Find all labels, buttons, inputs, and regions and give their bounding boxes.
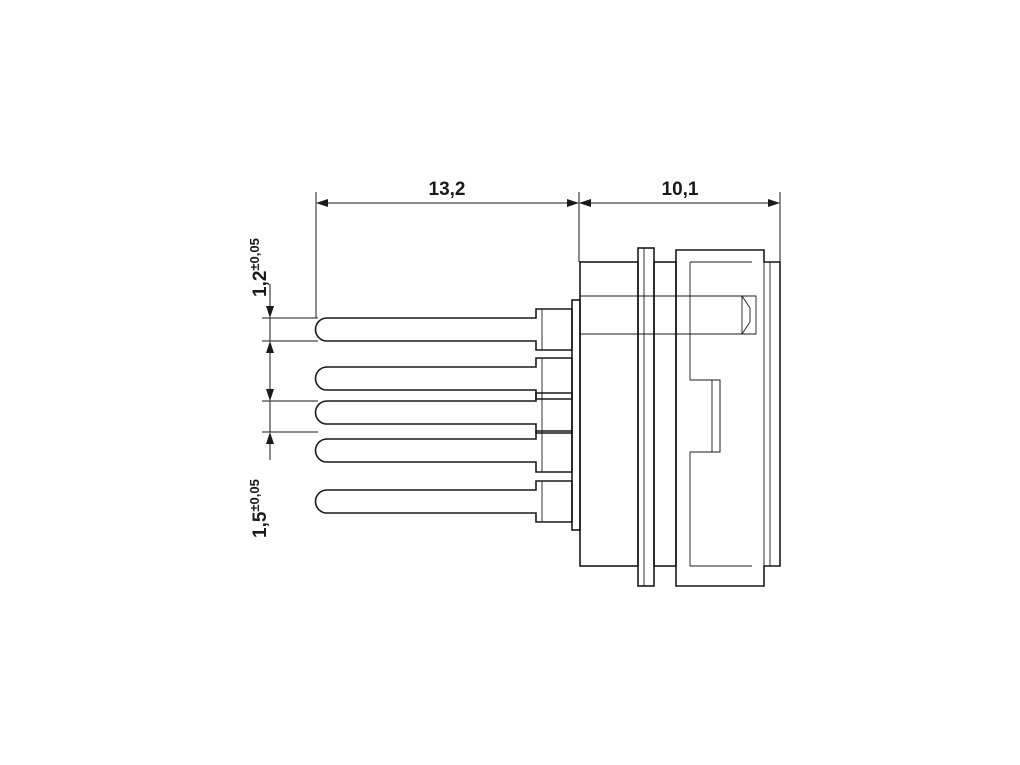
contact-pin [314, 357, 573, 400]
pin-diameter-label: 1,2±0,05 [247, 238, 271, 297]
contact-pin [314, 430, 573, 473]
vertical-dimensions: 1,2±0,05 1,5±0,05 [247, 238, 318, 538]
pin-pitch-nominal: 1,5 [250, 511, 271, 538]
pin-diameter-tolerance: ±0,05 [247, 238, 262, 270]
contact-pins [314, 308, 573, 523]
pin-diameter-nominal: 1,2 [250, 271, 271, 297]
connector-housing [571, 247, 781, 587]
horizontal-dimensions: 13,2 10,1 [315, 179, 781, 318]
contact-pin [314, 480, 573, 523]
pin-length-label: 13,2 [429, 179, 466, 200]
pin-pitch-label: 1,5±0,05 [247, 479, 271, 538]
contact-pin [314, 308, 573, 351]
contact-pin [314, 392, 573, 434]
body-length-label: 10,1 [662, 179, 699, 200]
pin-pitch-tolerance: ±0,05 [247, 479, 262, 511]
